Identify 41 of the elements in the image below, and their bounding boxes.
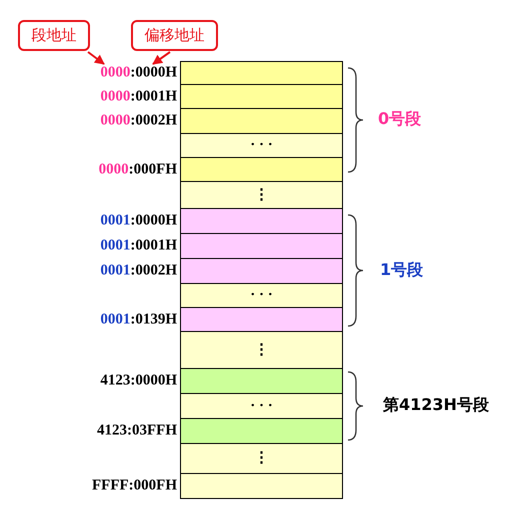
- memory-cell: [180, 181, 343, 209]
- arrow: [152, 51, 171, 65]
- memory-cell: [180, 157, 343, 182]
- memory-cell: [180, 208, 343, 234]
- address-label: 0000:0001H: [100, 88, 177, 105]
- address-label: 4123:0000H: [100, 372, 177, 390]
- segment-label: 1号段: [380, 260, 424, 280]
- memory-cell: [180, 307, 343, 332]
- segment-label: 0号段: [378, 109, 422, 130]
- memory-cell: [180, 473, 343, 499]
- memory-cell: [180, 84, 343, 109]
- memory-cell: [180, 233, 343, 259]
- memory-cell: [180, 331, 343, 369]
- memory-cell: [180, 258, 343, 284]
- memory-cell: [180, 443, 343, 474]
- address-label: 0000:0000H: [100, 64, 177, 82]
- address-label: 0001:0001H: [100, 238, 177, 254]
- address-label: 0001:0139H: [100, 311, 177, 328]
- address-label: 0000:000FH: [98, 161, 177, 178]
- ellipsis-mark: ⋮: [254, 342, 269, 358]
- ellipsis-mark: ⋮: [254, 451, 269, 466]
- ellipsis-mark: · · ·: [250, 288, 273, 303]
- memory-cell: [180, 418, 343, 444]
- address-label: 0001:0000H: [100, 212, 177, 230]
- ellipsis-mark: · · ·: [250, 138, 273, 153]
- memory-cell: [180, 393, 343, 419]
- memory-cell: [180, 368, 343, 394]
- callout-box: 段地址: [18, 20, 90, 51]
- callout-box: 偏移地址: [131, 20, 218, 51]
- segment-label: 第4123H号段: [383, 395, 489, 416]
- ellipsis-mark: · · ·: [250, 398, 273, 414]
- ellipsis-mark: ⋮: [254, 188, 269, 202]
- memory-cell: [180, 133, 343, 158]
- memory-cell: [180, 283, 343, 308]
- memory-cell: [180, 61, 343, 85]
- arrow: [87, 51, 105, 65]
- address-label: 4123:03FFH: [97, 422, 177, 440]
- address-label: FFFF:000FH: [92, 478, 177, 494]
- address-label: 0001:0002H: [100, 262, 177, 280]
- memory-cell: [180, 108, 343, 134]
- address-label: 0000:0002H: [100, 112, 177, 130]
